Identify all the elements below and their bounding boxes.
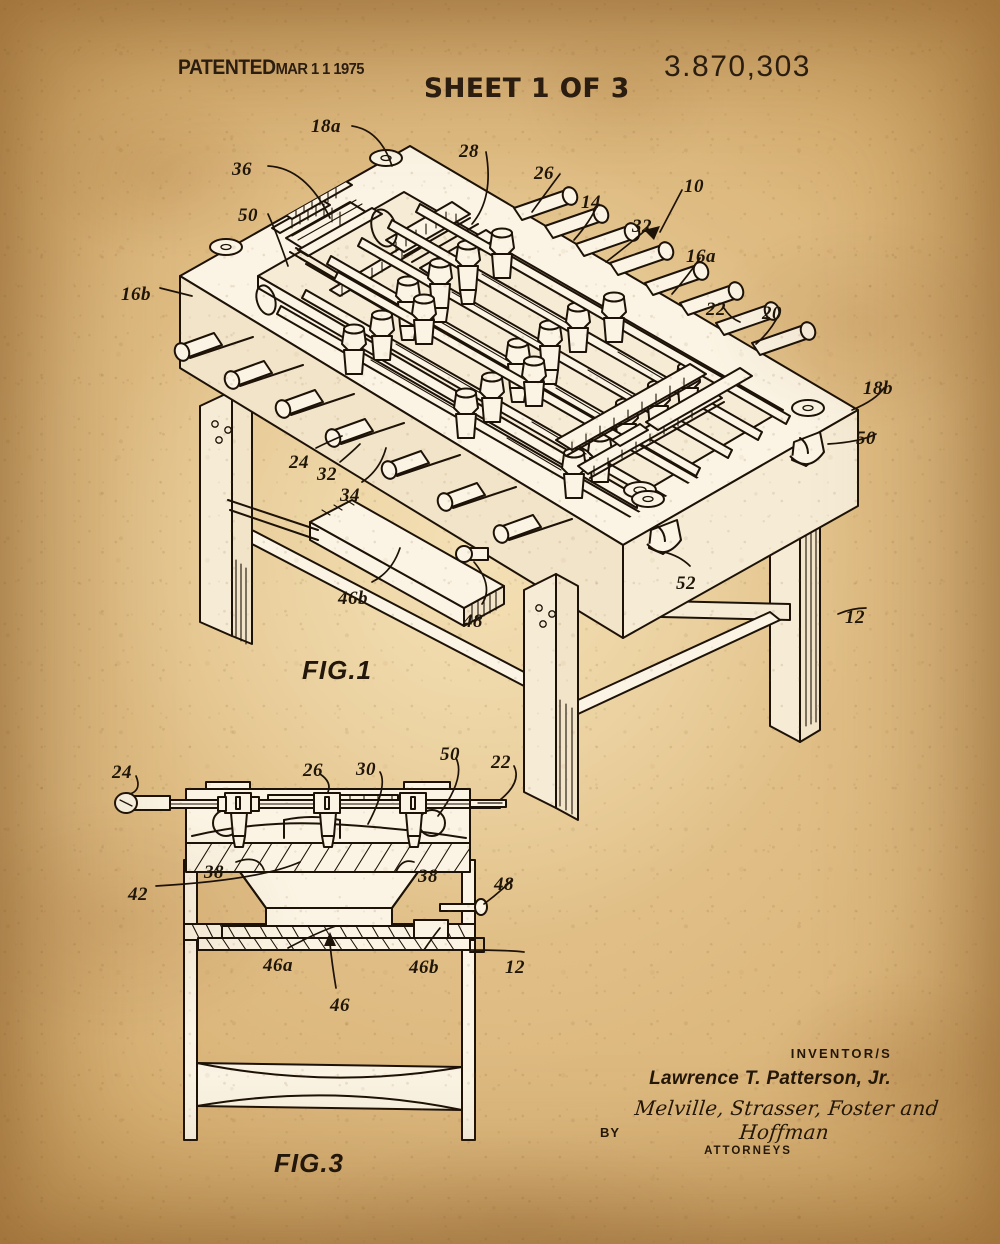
- patented-date-line: PATENTEDMAR 1 1 1975: [178, 56, 364, 80]
- ref-numeral-48: 48: [463, 611, 483, 632]
- fig3-caption: FIG.3: [274, 1148, 345, 1178]
- ref-numeral-32: 32: [317, 464, 337, 485]
- ref-numeral-38: 38: [418, 866, 438, 887]
- ref-numeral-50: 50: [238, 205, 258, 226]
- fig1-leader-lines: [159, 125, 885, 615]
- ref-numeral-46b: 46b: [409, 957, 439, 978]
- attorneys-label: ATTORNEYS: [704, 1145, 792, 1157]
- ref-numeral-50: 50: [440, 744, 460, 765]
- patent-date: MAR 1 1 1975: [275, 61, 365, 78]
- ref-numeral-22: 22: [706, 299, 726, 320]
- ref-numeral-30: 30: [356, 759, 376, 780]
- fig1-caption: FIG.1: [302, 655, 373, 685]
- ref-numeral-22: 22: [491, 752, 511, 773]
- signature-block: INVENTOR/S Lawrence T. Patterson, Jr. BY…: [600, 1046, 940, 1157]
- ref-numeral-26: 26: [534, 163, 554, 184]
- ref-numeral-16a: 16a: [686, 246, 716, 267]
- fig1-leg-rear-left: [199, 390, 253, 645]
- fig3-peg-48: [439, 898, 488, 916]
- ref-numeral-36: 36: [232, 159, 252, 180]
- attorney-firm: Melville, Strasser, Foster and Hoffman: [633, 1096, 941, 1144]
- ref-numeral-52: 52: [676, 573, 696, 594]
- ref-numeral-38: 38: [204, 862, 224, 883]
- ref-numeral-26: 26: [303, 760, 323, 781]
- ref-numeral-34: 34: [340, 485, 360, 506]
- ref-numeral-16b: 16b: [121, 284, 151, 305]
- ref-numeral-42: 42: [128, 884, 148, 905]
- fig3-rod-assembly: [114, 792, 507, 848]
- fig1-ball-cup-52: [646, 519, 682, 555]
- fig3-ball-funnel: [239, 871, 419, 931]
- ref-numeral-20: 20: [762, 303, 782, 324]
- fig1-rod-handles-left: [173, 332, 573, 544]
- fig3-leader-lines: [129, 757, 525, 989]
- fig1-peg-48: [455, 545, 489, 563]
- fig1-playfield-interior: [255, 179, 791, 527]
- ref-numeral-46: 46: [330, 995, 350, 1016]
- inventor-name: Lawrence T. Patterson, Jr.: [649, 1068, 891, 1089]
- ref-numeral-12: 12: [505, 957, 525, 978]
- ref-numeral-46a: 46a: [263, 955, 293, 976]
- ref-numeral-18b: 18b: [863, 378, 893, 399]
- ref-numeral-24: 24: [112, 762, 132, 783]
- ref-numeral-14: 14: [581, 192, 601, 213]
- ref-numeral-50: 50: [856, 428, 876, 449]
- ref-numeral-18a: 18a: [311, 116, 341, 137]
- fig1-rod-handles-right: [513, 186, 817, 356]
- ref-numeral-46b: 46b: [338, 588, 368, 609]
- fig1-ball-cup-50: [789, 431, 825, 467]
- ref-numeral-12: 12: [845, 607, 865, 628]
- by-label: BY: [600, 1125, 621, 1140]
- fig1-cross-brace-left: [251, 529, 525, 687]
- inventor-label: INVENTOR/S: [790, 1046, 892, 1061]
- ref-numeral-10: 10: [684, 176, 704, 197]
- ref-numeral-32: 32: [632, 216, 652, 237]
- ref-numeral-48: 48: [494, 874, 514, 895]
- fig1-arrow-10: [644, 226, 660, 240]
- fig3-ball-return: [197, 919, 485, 953]
- fig1-mechanism-right: [555, 363, 753, 479]
- patent-number: 3.870,303: [664, 50, 811, 83]
- sheet-label: SHEET 1 OF 3: [424, 73, 630, 104]
- ref-numeral-28: 28: [459, 141, 479, 162]
- fig1-ball-return-tray: [227, 499, 505, 627]
- fig1-corner-discs: [209, 149, 825, 508]
- ref-numeral-24: 24: [289, 452, 309, 473]
- patented-label: PATENTED: [178, 56, 276, 79]
- fig1-leg-front-right: [523, 573, 781, 821]
